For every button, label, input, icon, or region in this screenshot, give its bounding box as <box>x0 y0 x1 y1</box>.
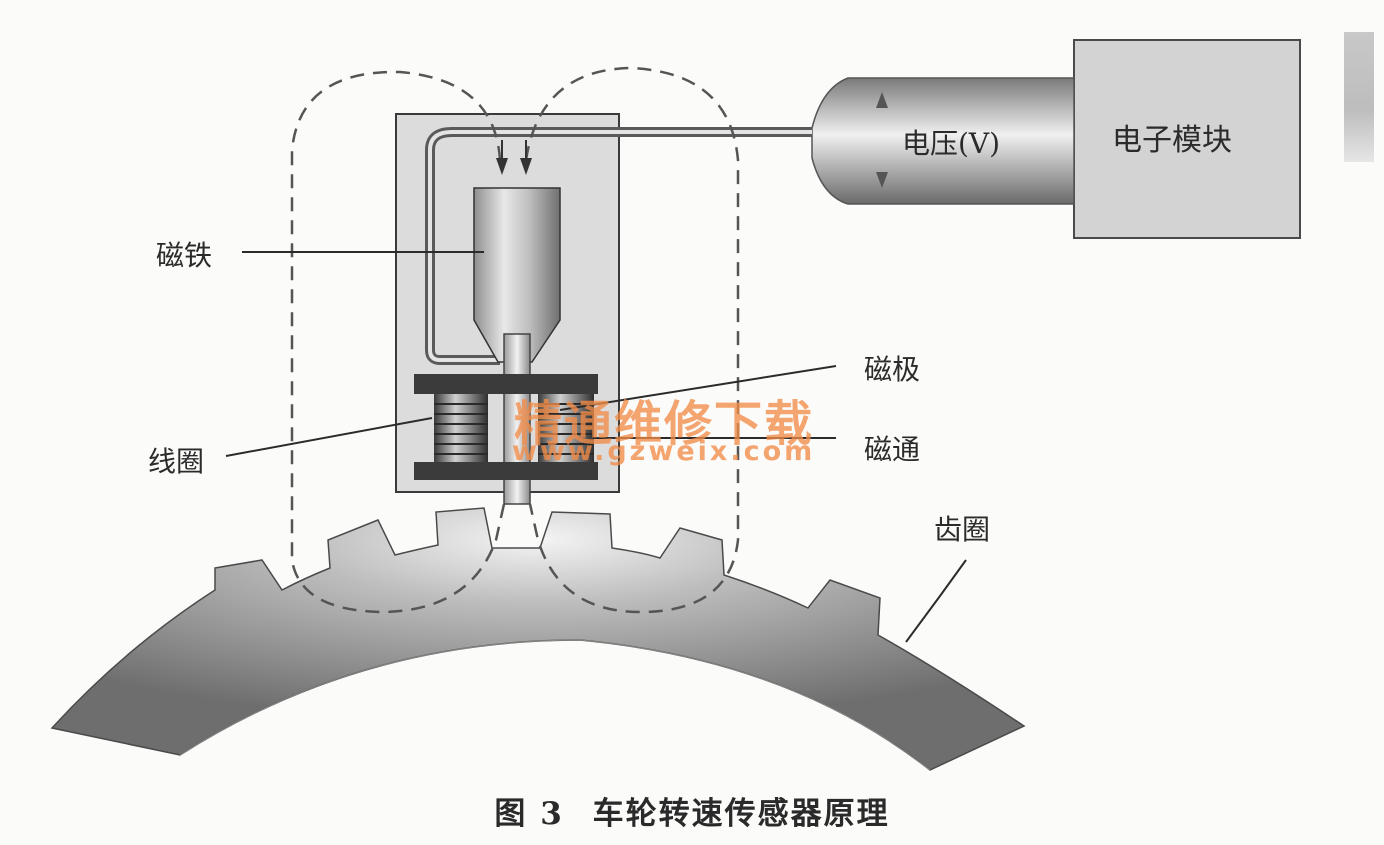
figure-title: 车轮转速传感器原理 <box>592 796 890 832</box>
magnet <box>473 187 561 363</box>
figure-number: 图 3 <box>494 796 564 832</box>
flux-label: 磁通 <box>864 433 921 466</box>
electronic-module-label: 电子模块 <box>1112 123 1232 158</box>
magnetic-flux-lines <box>290 66 740 614</box>
ring-gear <box>50 507 1026 771</box>
magnet-label: 磁铁 <box>156 239 213 272</box>
coil-assembly <box>414 374 598 480</box>
leader-lines <box>225 251 967 643</box>
flux-arrows <box>496 158 532 175</box>
page-edge-strip <box>1344 32 1374 162</box>
voltage-arrows <box>876 92 888 188</box>
watermark-name: 精通维修下载 <box>514 396 815 452</box>
ring-gear-label: 齿圈 <box>934 513 991 546</box>
watermark-url: www.gzweix.com <box>512 436 816 467</box>
pole-label: 磁极 <box>864 353 921 386</box>
figure-caption: 图 3 车轮转速传感器原理 <box>0 788 1384 833</box>
voltage-label: 电压(V) <box>902 127 1001 160</box>
coil-label: 线圈 <box>148 445 205 478</box>
electronic-module-box <box>1073 39 1301 239</box>
